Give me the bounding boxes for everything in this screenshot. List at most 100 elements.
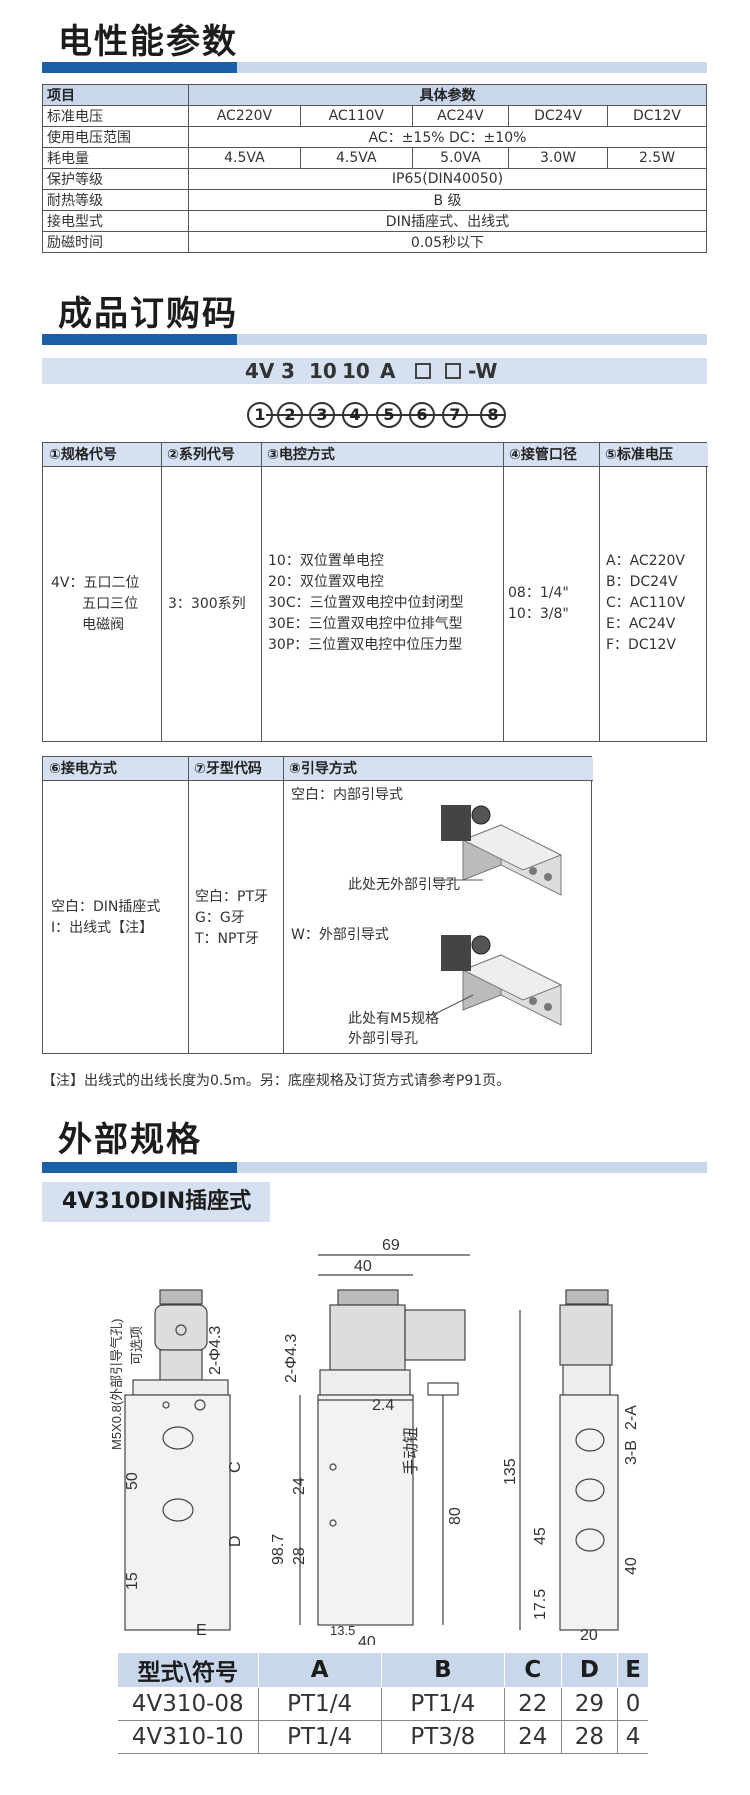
dim-label: 13.5 xyxy=(330,1623,355,1638)
cell: B 级 xyxy=(188,189,707,211)
circle-num: 3 xyxy=(309,402,335,428)
code-part: 4V xyxy=(245,359,275,383)
dim-label: 2-Φ4.3 xyxy=(283,1334,300,1383)
order-table-2: ⑥接电方式 ⑦牙型代码 ⑧引导方式 空白：DIN插座式 I：出线式【注】 空白：… xyxy=(42,756,593,1054)
pilot-internal: 空白：内部引导式 xyxy=(291,787,403,803)
dim-label: 2.4 xyxy=(372,1397,394,1414)
cell: 4.5VA xyxy=(299,147,413,169)
title-bar-light xyxy=(237,1162,707,1173)
cell: 29 xyxy=(560,1687,619,1721)
cell: 2.5W xyxy=(607,147,707,169)
right-view xyxy=(559,1289,619,1631)
header-spec: ①规格代号 xyxy=(49,447,117,463)
control-text: 10：双位置单电控 20：双位置双电控 30C：三位置双电控中位封闭型 30E：… xyxy=(268,553,464,653)
dim-label: 45 xyxy=(532,1527,549,1545)
cell: 3.0W xyxy=(508,147,609,169)
header-port: ④接管口径 xyxy=(509,447,577,463)
cell: AC24V xyxy=(411,105,510,127)
section-title: 电性能参数 xyxy=(58,22,238,62)
circle-num: 5 xyxy=(376,402,402,428)
table-row: 接电型式 DIN插座式、出线式 xyxy=(42,210,707,232)
thread-text: 空白：PT牙 G：G牙 T：NPT牙 xyxy=(195,889,268,947)
left-view xyxy=(124,1289,231,1631)
valve-external-icon xyxy=(432,935,563,1026)
divider xyxy=(503,443,504,741)
header-cell: B xyxy=(380,1653,505,1688)
header-cell: A xyxy=(257,1653,382,1688)
dim-label: M5X0.8(外部引导气孔) xyxy=(109,1319,124,1450)
valve-illustrations xyxy=(432,805,563,1026)
code-blank-box xyxy=(445,363,461,379)
table-row: 4V310-08 PT1/4 PT1/4 22 29 0 xyxy=(118,1687,648,1721)
dim-label: 24 xyxy=(291,1477,308,1495)
dim-label: 69 xyxy=(382,1237,400,1254)
dim-label: 28 xyxy=(291,1547,308,1565)
code-blank-box xyxy=(415,363,431,379)
cell: PT3/8 xyxy=(380,1720,505,1754)
circle-num: 7 xyxy=(442,402,468,428)
table-row: 标准电压 AC220V AC110V AC24V DC24V DC12V xyxy=(42,105,707,127)
header-bg xyxy=(43,757,593,781)
cell: 4 xyxy=(617,1720,648,1754)
row-label: 保护等级 xyxy=(42,168,189,190)
table-row: 4V310-10 PT1/4 PT3/8 24 28 4 xyxy=(118,1720,648,1754)
code-part: 10 xyxy=(309,359,337,383)
divider xyxy=(599,443,600,741)
valve-internal-icon xyxy=(433,805,563,896)
cell: DC12V xyxy=(607,105,707,127)
cell: 24 xyxy=(503,1720,562,1754)
header-params: 具体参数 xyxy=(188,84,707,106)
pilot-external-note: 外部引导孔 xyxy=(348,1031,418,1047)
cell: AC110V xyxy=(299,105,413,127)
dim-label: D xyxy=(227,1535,244,1547)
dim-label: 40 xyxy=(354,1258,372,1275)
cell: 4V310-08 xyxy=(118,1687,259,1721)
header-cell: C xyxy=(503,1653,562,1688)
title-bar-light xyxy=(237,334,707,345)
dim-label: 可选项 xyxy=(129,1326,144,1365)
dim-label: E xyxy=(196,1622,207,1639)
table-header-row: 项目 具体参数 xyxy=(42,84,707,106)
table-row: 使用电压范围 AC：±15% DC：±10% xyxy=(42,126,707,148)
code-part: 3 xyxy=(281,359,295,383)
cell: 4.5VA xyxy=(188,147,301,169)
dim-label: 3-B xyxy=(623,1440,640,1465)
header-thread: ⑦牙型代码 xyxy=(194,761,262,777)
front-view xyxy=(317,1289,466,1626)
dim-label: 40 xyxy=(623,1557,640,1575)
divider xyxy=(188,757,189,1053)
title-bar-dark xyxy=(42,334,237,345)
cell: AC：±15% DC：±10% xyxy=(188,126,707,148)
row-label: 使用电压范围 xyxy=(42,126,189,148)
divider xyxy=(261,443,262,741)
circle-num: 4 xyxy=(342,402,368,428)
dim-label: 40 xyxy=(358,1634,376,1645)
cell: 5.0VA xyxy=(411,147,510,169)
cell: PT1/4 xyxy=(380,1687,505,1721)
cell: PT1/4 xyxy=(257,1687,382,1721)
circle-num: 2 xyxy=(277,402,303,428)
table-row: 耐热等级 B 级 xyxy=(42,189,707,211)
header-pilot: ⑧引导方式 xyxy=(289,761,357,777)
header-connection: ⑥接电方式 xyxy=(49,761,117,777)
title-bar-light xyxy=(237,62,707,73)
dim-label: 135 xyxy=(502,1458,519,1485)
header-item: 项目 xyxy=(42,84,189,106)
dim-label: 手动钮 xyxy=(402,1427,420,1475)
footnote: 【注】出线式的出线长度为0.5m。另：底座规格及订货方式请参考P91页。 xyxy=(42,1073,511,1089)
cell: DIN插座式、出线式 xyxy=(188,210,707,232)
header-control: ③电控方式 xyxy=(267,447,335,463)
title-bar-dark xyxy=(42,1162,237,1173)
order-code: 4V 3 10 10 A -W xyxy=(0,359,750,383)
table-row: 保护等级 IP65(DIN40050) xyxy=(42,168,707,190)
cell: IP65(DIN40050) xyxy=(188,168,707,190)
voltage-text: A：AC220V B：DC24V C：AC110V E：AC24V F：DC12… xyxy=(606,553,686,653)
electrical-table: 项目 具体参数 标准电压 AC220V AC110V AC24V DC24V D… xyxy=(42,84,707,253)
row-label: 励磁时间 xyxy=(42,231,189,253)
section-title: 成品订购码 xyxy=(58,294,238,334)
table-header-row: 型式\符号 A B C D E xyxy=(118,1653,648,1688)
dim-label: 2-Φ4.3 xyxy=(207,1326,224,1375)
pilot-external: W：外部引导式 xyxy=(291,927,389,943)
pilot-external-note: 此处有M5规格 xyxy=(348,1011,439,1027)
order-table-1: ①规格代号 ②系列代号 ③电控方式 ④接管口径 ⑤标准电压 4V：五口二位 五口… xyxy=(42,442,708,742)
